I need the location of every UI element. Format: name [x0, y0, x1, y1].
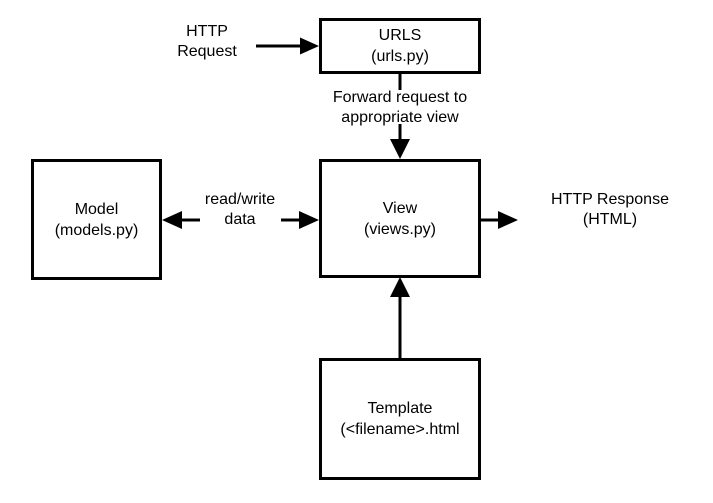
- label-http-request-line1: HTTP: [186, 23, 228, 40]
- node-template[interactable]: Template (<filename>.html: [319, 358, 481, 480]
- label-http-response: HTTP Response (HTML): [520, 190, 700, 230]
- node-view[interactable]: View (views.py): [319, 159, 481, 278]
- label-http-response-line2: (HTML): [582, 211, 638, 228]
- label-forward-request-line2: appropriate view: [341, 109, 459, 126]
- edge-view-to-model: [162, 211, 200, 229]
- edge-urls-to-view: [390, 74, 410, 159]
- edge-view-to-http-response: [481, 211, 518, 229]
- label-http-response-line1: HTTP Response: [551, 191, 669, 208]
- label-read-write-data: read/write data: [190, 190, 290, 230]
- label-http-request: HTTP Request: [152, 22, 262, 62]
- node-template-subtitle: (<filename>.html: [340, 421, 460, 438]
- label-read-write-data-line2: data: [224, 211, 256, 228]
- label-forward-request: Forward request to appropriate view: [310, 88, 490, 128]
- label-forward-request-line1: Forward request to: [332, 89, 468, 106]
- edge-model-to-view: [281, 211, 319, 229]
- node-model[interactable]: Model (models.py): [31, 159, 162, 280]
- edge-http-request-to-urls: [256, 37, 319, 55]
- node-urls-subtitle: (urls.py): [371, 48, 429, 65]
- node-urls-title: URLS: [378, 27, 422, 44]
- node-urls[interactable]: URLS (urls.py): [319, 18, 481, 74]
- edge-template-to-view: [390, 277, 410, 358]
- label-read-write-data-line1: read/write: [204, 191, 276, 208]
- node-view-title: View: [382, 199, 418, 217]
- node-model-title: Model: [74, 200, 119, 218]
- node-view-subtitle: (views.py): [363, 220, 436, 238]
- node-template-title: Template: [367, 400, 433, 417]
- label-http-request-line2: Request: [177, 43, 237, 60]
- node-model-subtitle: (models.py): [54, 221, 139, 239]
